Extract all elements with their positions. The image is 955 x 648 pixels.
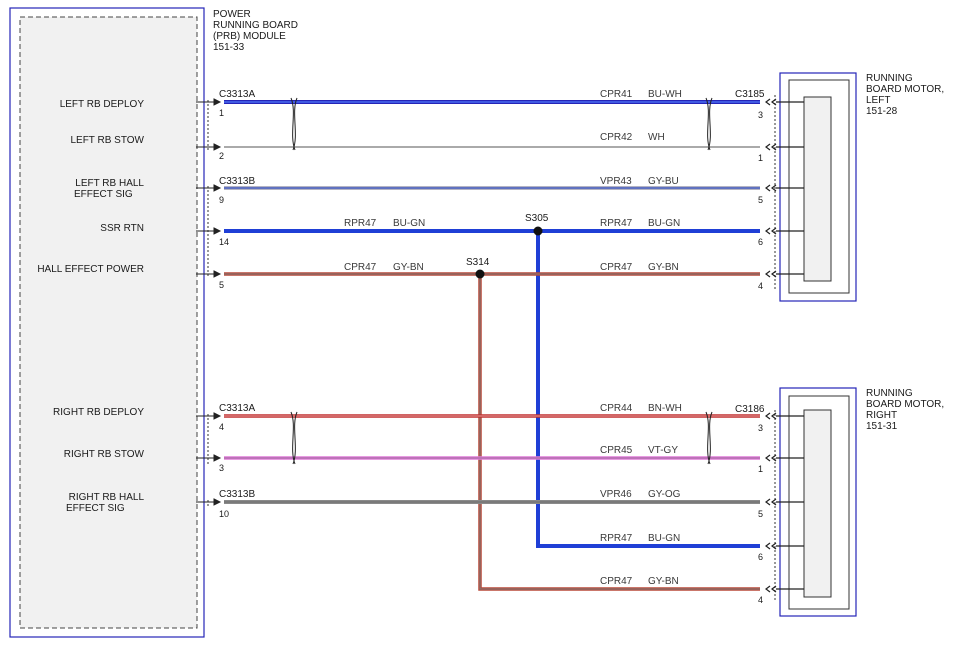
motor-left-connector: C3185	[735, 89, 765, 100]
motor-terminals	[765, 98, 804, 593]
w6-circuit: CPR44	[600, 403, 633, 414]
w10-circuit: CPR47	[600, 576, 633, 587]
pin-label-right-hall-2: EFFECT SIG	[66, 503, 125, 514]
w8-circuit: VPR46	[600, 489, 632, 500]
pin-w8-module: 10	[219, 509, 229, 519]
prb-module	[9, 7, 205, 638]
pin-w8-motor: 5	[758, 509, 763, 519]
motor-right-connector: C3186	[735, 404, 765, 415]
pin-w4-module: 14	[219, 237, 229, 247]
motor-left-box	[774, 72, 857, 302]
pin-label-right-hall-1: RIGHT RB HALL	[69, 492, 145, 503]
motor-left-title-3: LEFT	[866, 95, 890, 106]
w7-color: VT-GY	[648, 445, 678, 456]
w4b-circuit: RPR47	[600, 218, 633, 229]
splice-s314-label: S314	[466, 257, 490, 268]
pin-label-right-rb-stow: RIGHT RB STOW	[64, 449, 145, 460]
w2-circuit: CPR42	[600, 132, 633, 143]
w1-circuit: CPR41	[600, 89, 633, 100]
pin-w7-module: 3	[219, 463, 224, 473]
motor-left-title-4: 151-28	[866, 106, 898, 117]
w10-color: GY-BN	[648, 576, 679, 587]
pin-label-ssr-rtn: SSR RTN	[100, 223, 144, 234]
pin-label-right-rb-deploy: RIGHT RB DEPLOY	[53, 407, 144, 418]
w5b-color: GY-BN	[648, 262, 679, 273]
w6-color: BN-WH	[648, 403, 682, 414]
w9-circuit: RPR47	[600, 533, 633, 544]
motor-right-title-3: RIGHT	[866, 410, 897, 421]
pin-label-left-rb-deploy: LEFT RB DEPLOY	[60, 99, 145, 110]
module-title-1: POWER	[213, 9, 251, 20]
w3-color: GY-BU	[648, 176, 679, 187]
wire-hall-power	[224, 272, 760, 591]
conn-c3313b-top: C3313B	[219, 176, 255, 187]
w5a-color: GY-BN	[393, 262, 424, 273]
splice-s305	[533, 226, 543, 236]
motor-left-title-2: BOARD MOTOR,	[866, 84, 944, 95]
pin-label-hall-power: HALL EFFECT POWER	[37, 264, 144, 275]
w1-color: BU-WH	[648, 89, 682, 100]
pin-label-left-hall-1: LEFT RB HALL	[75, 178, 144, 189]
motor-left-title-1: RUNNING	[866, 73, 913, 84]
splice-s305-label: S305	[525, 213, 549, 224]
module-title-4: 151-33	[213, 42, 245, 53]
motor-right-title-1: RUNNING	[866, 388, 913, 399]
w2-color: WH	[648, 132, 665, 143]
pin-w6-motor: 3	[758, 423, 763, 433]
w4a-circuit: RPR47	[344, 218, 377, 229]
conn-c3313a-top: C3313A	[219, 89, 255, 100]
conn-c3313b-bottom: C3313B	[219, 489, 255, 500]
pin-w6-module: 4	[219, 422, 224, 432]
pin-w1-module: 1	[219, 108, 224, 118]
conn-c3313a-bottom: C3313A	[219, 403, 255, 414]
twisted-pair-markers	[290, 97, 713, 465]
w7-circuit: CPR45	[600, 445, 633, 456]
w4a-color: BU-GN	[393, 218, 425, 229]
pin-w5-module: 5	[219, 280, 224, 290]
pin-w1-motor: 3	[758, 110, 763, 120]
w4b-color: BU-GN	[648, 218, 680, 229]
pin-w3-motor: 5	[758, 195, 763, 205]
pin-label-left-rb-stow: LEFT RB STOW	[70, 135, 144, 146]
motor-right-title-2: BOARD MOTOR,	[866, 399, 944, 410]
pin-w3-module: 9	[219, 195, 224, 205]
w8-color: GY-OG	[648, 489, 681, 500]
pin-w7-motor: 1	[758, 464, 763, 474]
module-title-3: (PRB) MODULE	[213, 31, 286, 42]
pin-w5-motor: 4	[758, 281, 763, 291]
w5a-circuit: CPR47	[344, 262, 377, 273]
w9-color: BU-GN	[648, 533, 680, 544]
pin-w9-motor: 6	[758, 552, 763, 562]
w3-circuit: VPR43	[600, 176, 632, 187]
pin-label-left-hall-2: EFFECT SIG	[74, 189, 133, 200]
wire-ssr-rtn	[224, 229, 760, 548]
module-title-2: RUNNING BOARD	[213, 20, 298, 31]
module-terminals	[196, 98, 222, 506]
pin-w10-motor: 4	[758, 595, 763, 605]
pin-w2-motor: 1	[758, 153, 763, 163]
pin-w4-motor: 6	[758, 237, 763, 247]
w5b-circuit: CPR47	[600, 262, 633, 273]
splice-s314	[475, 269, 485, 279]
pin-w2-module: 2	[219, 151, 224, 161]
motor-right-title-4: 151-31	[866, 421, 898, 432]
